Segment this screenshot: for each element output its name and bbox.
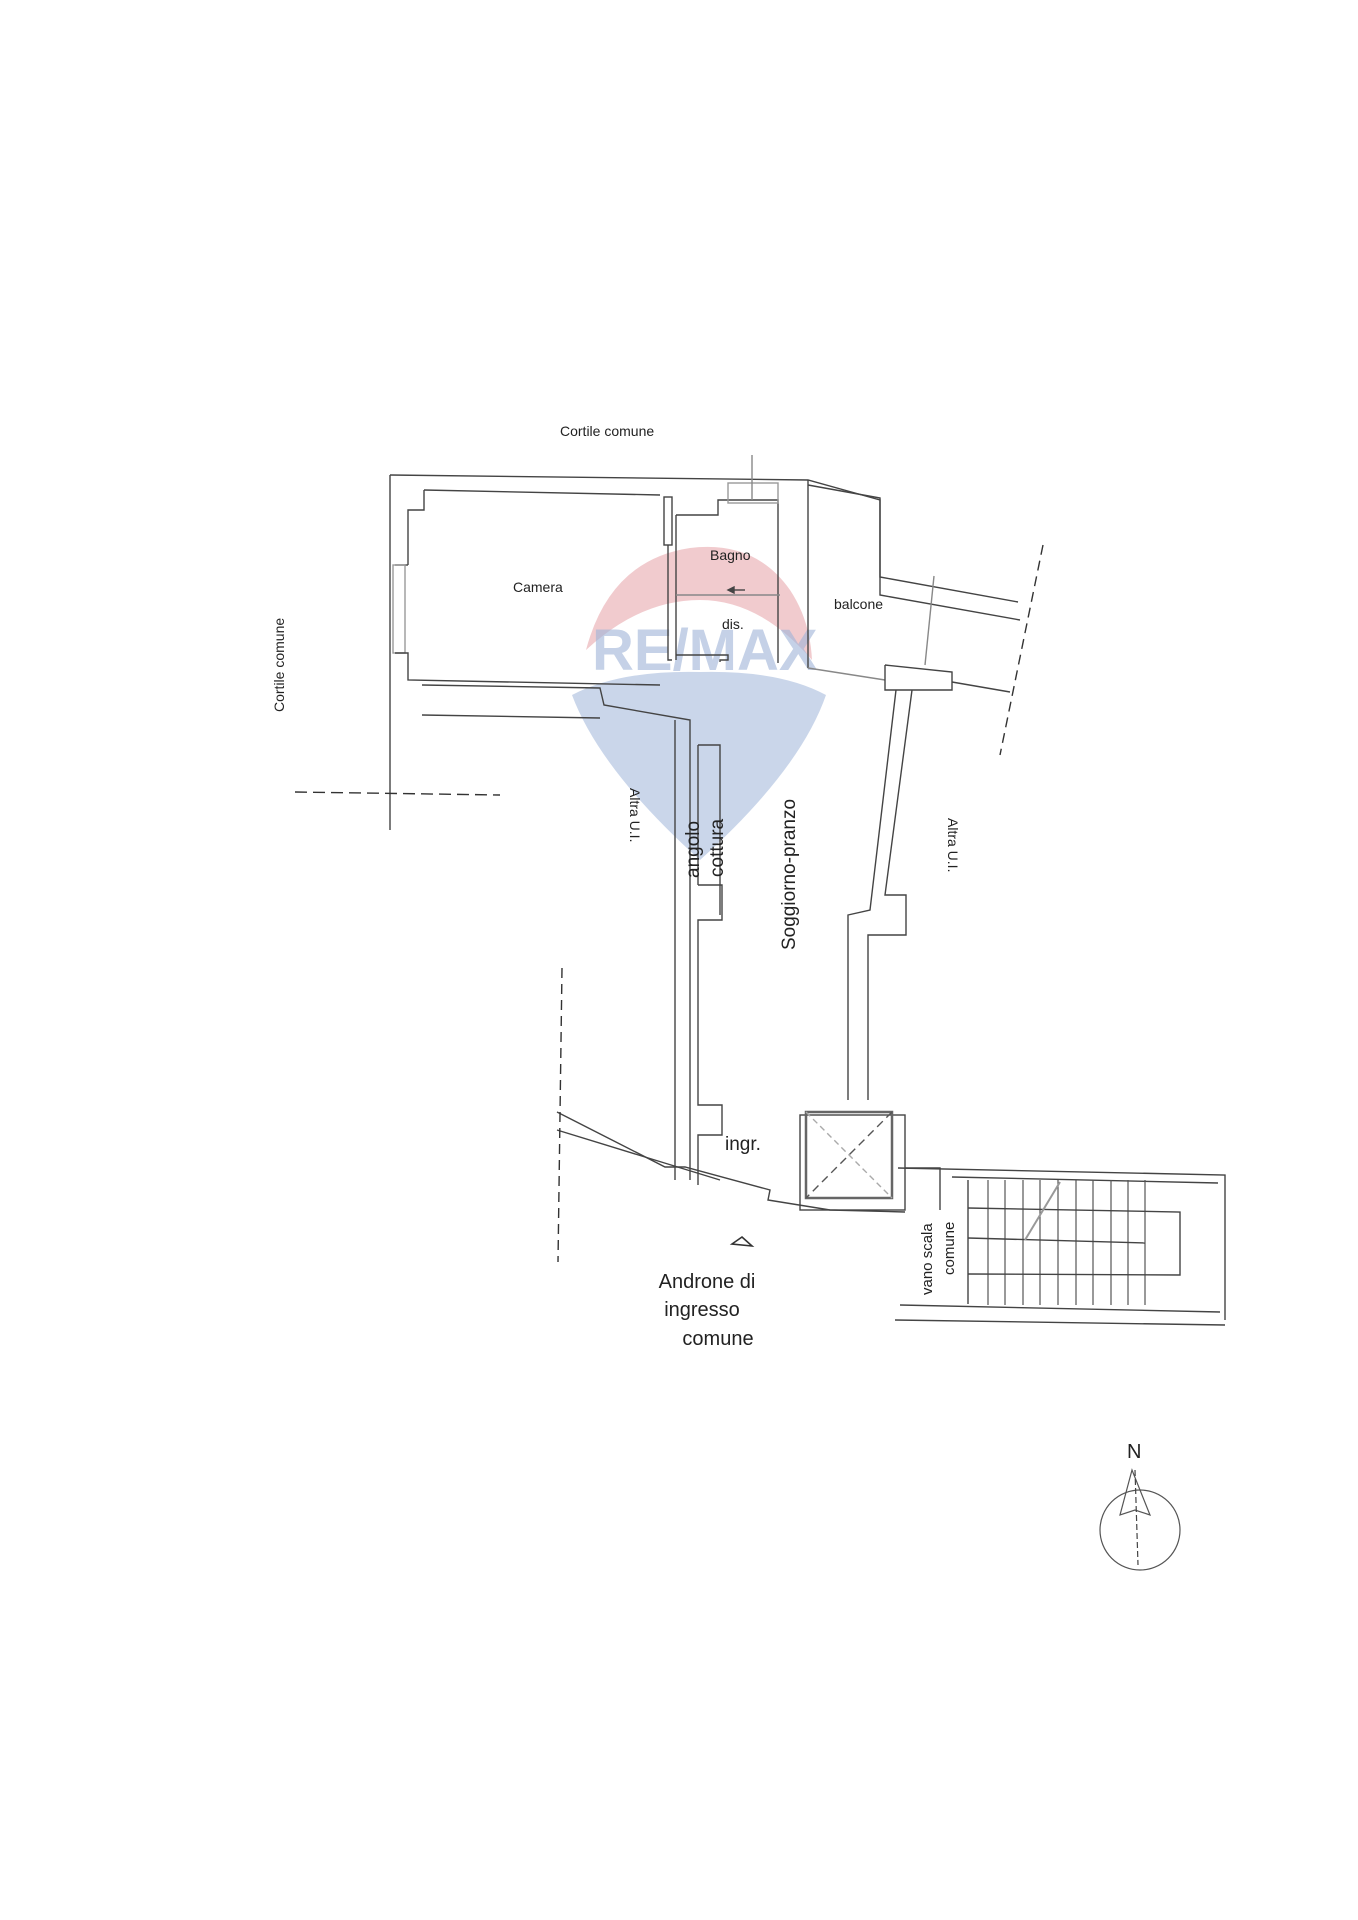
label-androne-line2: ingresso [664, 1299, 740, 1321]
label-vano-scala-line1: vano scala [919, 1223, 936, 1295]
label-camera: Camera [513, 579, 563, 595]
label-androne-line3: comune [682, 1328, 754, 1350]
svg-text:RE/MAX: RE/MAX [592, 618, 818, 683]
label-soggiorno-pranzo: Soggiorno-pranzo [779, 798, 800, 950]
label-vano-scala-line2: comune [941, 1221, 958, 1275]
label-androne-line1: Androne di [658, 1271, 756, 1293]
label-bagno: Bagno [710, 547, 751, 563]
label-cottura: cottura [707, 818, 728, 877]
label-altra-ui-right: Altra U.I. [945, 818, 961, 873]
label-ingresso: ingr. [725, 1134, 761, 1155]
label-angolo: angolo [683, 820, 704, 878]
label-cortile-left: Cortile comune [271, 617, 287, 712]
label-compass-north: N [1127, 1441, 1142, 1463]
label-altra-ui-left: Altra U.I. [627, 788, 643, 843]
label-dis: dis. [722, 616, 744, 632]
label-cortile-top: Cortile comune [560, 423, 655, 439]
label-balcone: balcone [834, 596, 884, 612]
